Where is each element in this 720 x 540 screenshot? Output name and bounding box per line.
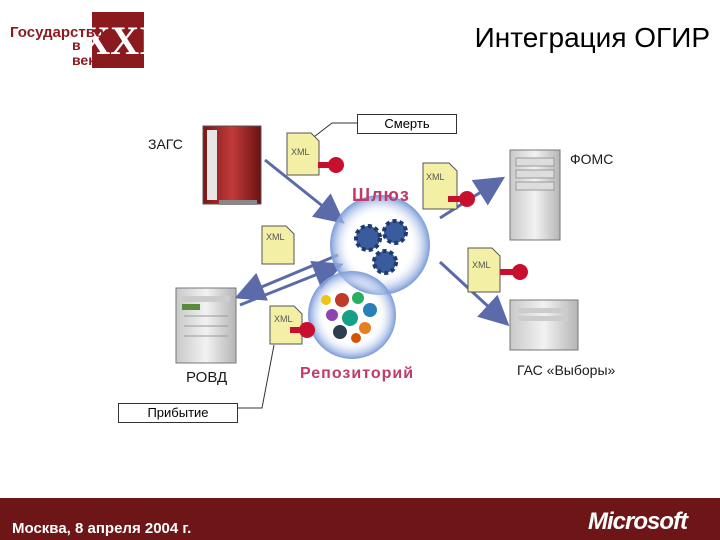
logo-line2: в [72, 37, 81, 53]
logo-numeral: XXI [81, 18, 148, 63]
arrival-connector [236, 344, 275, 409]
zags-label: ЗАГС [148, 136, 183, 152]
zags-server-icon [202, 125, 262, 205]
death-event-tag: Смерть [357, 114, 457, 134]
xml-label-rovd-out: XML [274, 314, 293, 324]
death-connector [309, 122, 357, 141]
logo-line1: Государство [10, 24, 104, 41]
integration-diagram: XML XML XML XML XML [175, 122, 579, 409]
footer-date-location: Москва, 8 апреля 2004 г. [12, 520, 192, 537]
xml-document-zags: XML [286, 132, 344, 176]
rovd-label: РОВД [186, 369, 228, 386]
footer-bar [0, 498, 720, 540]
xml-document-rovd-out: XML [269, 305, 315, 345]
slide-title: Интеграция ОГИР [474, 22, 710, 53]
xml-document-foms: XML [422, 162, 475, 210]
foms-label: ФОМС [570, 151, 614, 167]
repository-cluster-icon [308, 271, 396, 359]
gas-vybory-server-icon [509, 299, 579, 351]
arrow-zags-to-gateway [264, 158, 345, 224]
xml-label-zags: XML [291, 147, 310, 157]
logo-emblem [92, 12, 144, 68]
foms-server-icon [509, 149, 561, 241]
arrival-event-tag: Прибытие [118, 403, 238, 423]
xml-document-gas: XML [467, 247, 528, 293]
microsoft-logo: Microsoft [588, 508, 688, 535]
xml-label-rovd-in: XML [266, 232, 285, 242]
gas-vybory-label: ГАС «Выборы» [517, 362, 616, 378]
repository-label: Репозиторий [300, 365, 415, 382]
gateway-label: Шлюз [352, 185, 410, 205]
xml-label-gas: XML [472, 260, 491, 270]
gateway-gears-icon [330, 195, 430, 295]
rovd-server-icon [175, 287, 237, 364]
arrow-rovd-to-gateway [239, 260, 344, 307]
xml-label-foms: XML [426, 172, 445, 182]
gosudarstvo-logo: XXI Государство в веке [10, 12, 148, 68]
logo-line3: веке [72, 52, 103, 68]
xml-document-rovd-in: XML [261, 225, 295, 265]
